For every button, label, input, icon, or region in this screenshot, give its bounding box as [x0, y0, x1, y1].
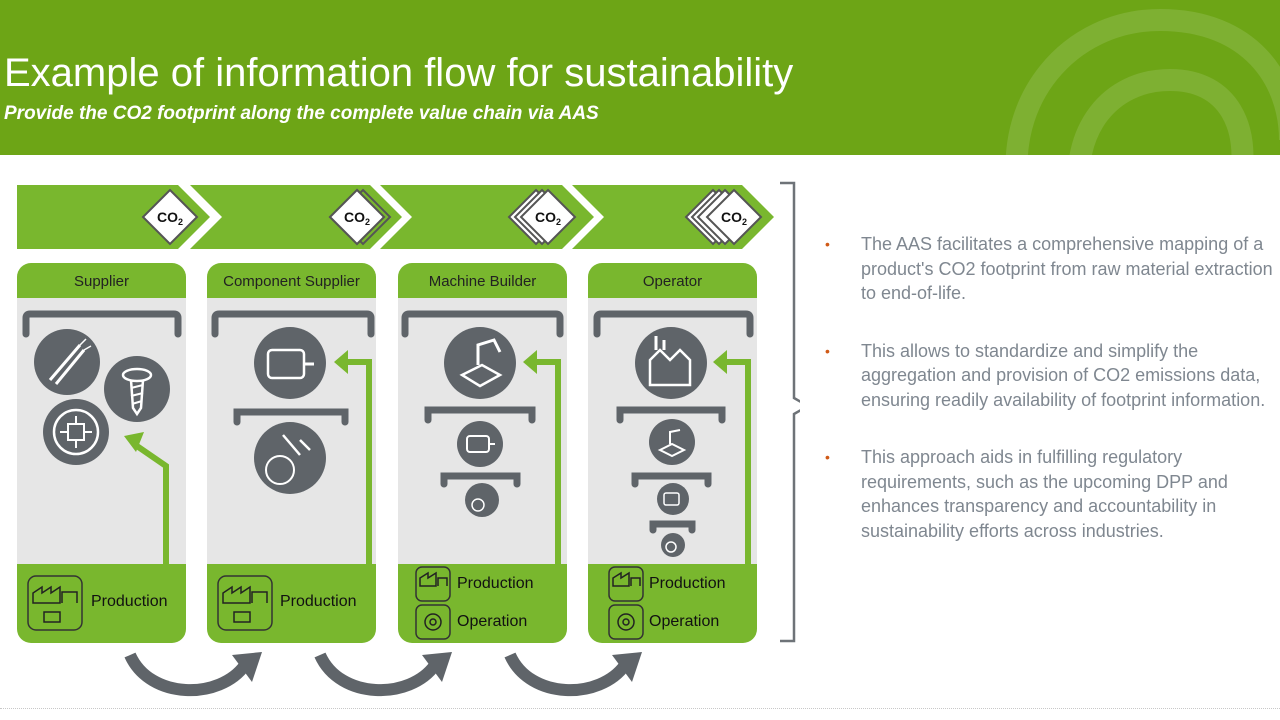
robot-cell-small-icon — [649, 419, 695, 465]
page-subtitle: Provide the CO2 footprint along the comp… — [4, 103, 599, 124]
brand-watermark-icon — [1006, 8, 1280, 155]
parts-small-icon — [465, 483, 499, 517]
factory-icon — [635, 327, 707, 399]
bom-brackets — [22, 310, 754, 534]
bullet-dot-icon: • — [825, 342, 830, 359]
screw-icon — [104, 356, 170, 422]
operation-icon — [415, 604, 451, 640]
chip-icon — [43, 399, 109, 465]
column-label-component-supplier: Component Supplier — [223, 273, 360, 290]
bullet-dot-icon: • — [825, 236, 830, 252]
svg-text:CO2: CO2 — [344, 209, 370, 227]
operation-label: Operation — [457, 613, 528, 630]
robot-cell-icon — [444, 327, 516, 399]
production-icon — [608, 566, 644, 602]
bullet-text: This approach aids in fulfilling regulat… — [861, 447, 1228, 541]
summary-brace — [780, 181, 800, 643]
motor-tiny-icon — [657, 483, 689, 515]
co2-badge-4: CO2 — [684, 188, 763, 246]
upward-arrowheads — [124, 350, 727, 452]
summary-bullet-list: • The AAS facilitates a comprehensive map… — [825, 232, 1275, 576]
component-icons — [34, 327, 707, 557]
co2-badge-2: CO2 — [328, 188, 392, 246]
value-chain-diagram: CO2 CO2 CO2 CO2 — [17, 181, 800, 697]
bullet-item: • The AAS facilitates a comprehensive map… — [825, 232, 1275, 306]
header-banner: Example of information flow for sustaina… — [0, 0, 1280, 155]
factory-glyphs — [32, 571, 641, 631]
bullet-item: • This approach aids in fulfilling regula… — [825, 445, 1275, 543]
motor-icon — [254, 327, 326, 399]
production-label: Production — [457, 575, 534, 592]
bullet-text: This allows to standardize and simplify … — [861, 340, 1266, 410]
cable-icon — [34, 329, 100, 395]
production-label: Production — [649, 575, 726, 592]
bullet-text: The AAS facilitates a comprehensive mapp… — [861, 234, 1273, 303]
motor-small-icon — [457, 421, 503, 467]
production-icon — [415, 566, 451, 602]
page-title: Example of information flow for sustaina… — [4, 51, 794, 95]
bullet-dot-icon: • — [825, 449, 830, 465]
production-label: Production — [280, 593, 357, 610]
footer-divider — [0, 708, 1280, 709]
svg-text:CO2: CO2 — [535, 209, 561, 227]
column-label-supplier: Supplier — [73, 273, 130, 290]
parts-icon — [254, 422, 326, 494]
bullet-item: • This allows to standardize and simplify… — [825, 339, 1275, 413]
parts-tiny-icon — [661, 533, 685, 557]
upward-arrows — [132, 359, 751, 564]
column-cards — [17, 263, 757, 643]
column-label-operator: Operator — [642, 273, 703, 290]
column-label-machine-builder: Machine Builder — [428, 273, 537, 290]
co2-badge-3: CO2 — [507, 188, 577, 246]
operation-icon — [608, 604, 644, 640]
co2-badge-1: CO2 — [141, 188, 199, 246]
chevron-band — [17, 185, 774, 249]
production-label: Production — [91, 593, 168, 610]
operation-label: Operation — [649, 613, 720, 630]
svg-text:CO2: CO2 — [721, 209, 747, 227]
svg-text:CO2: CO2 — [157, 209, 183, 227]
flow-arrows — [124, 652, 642, 697]
